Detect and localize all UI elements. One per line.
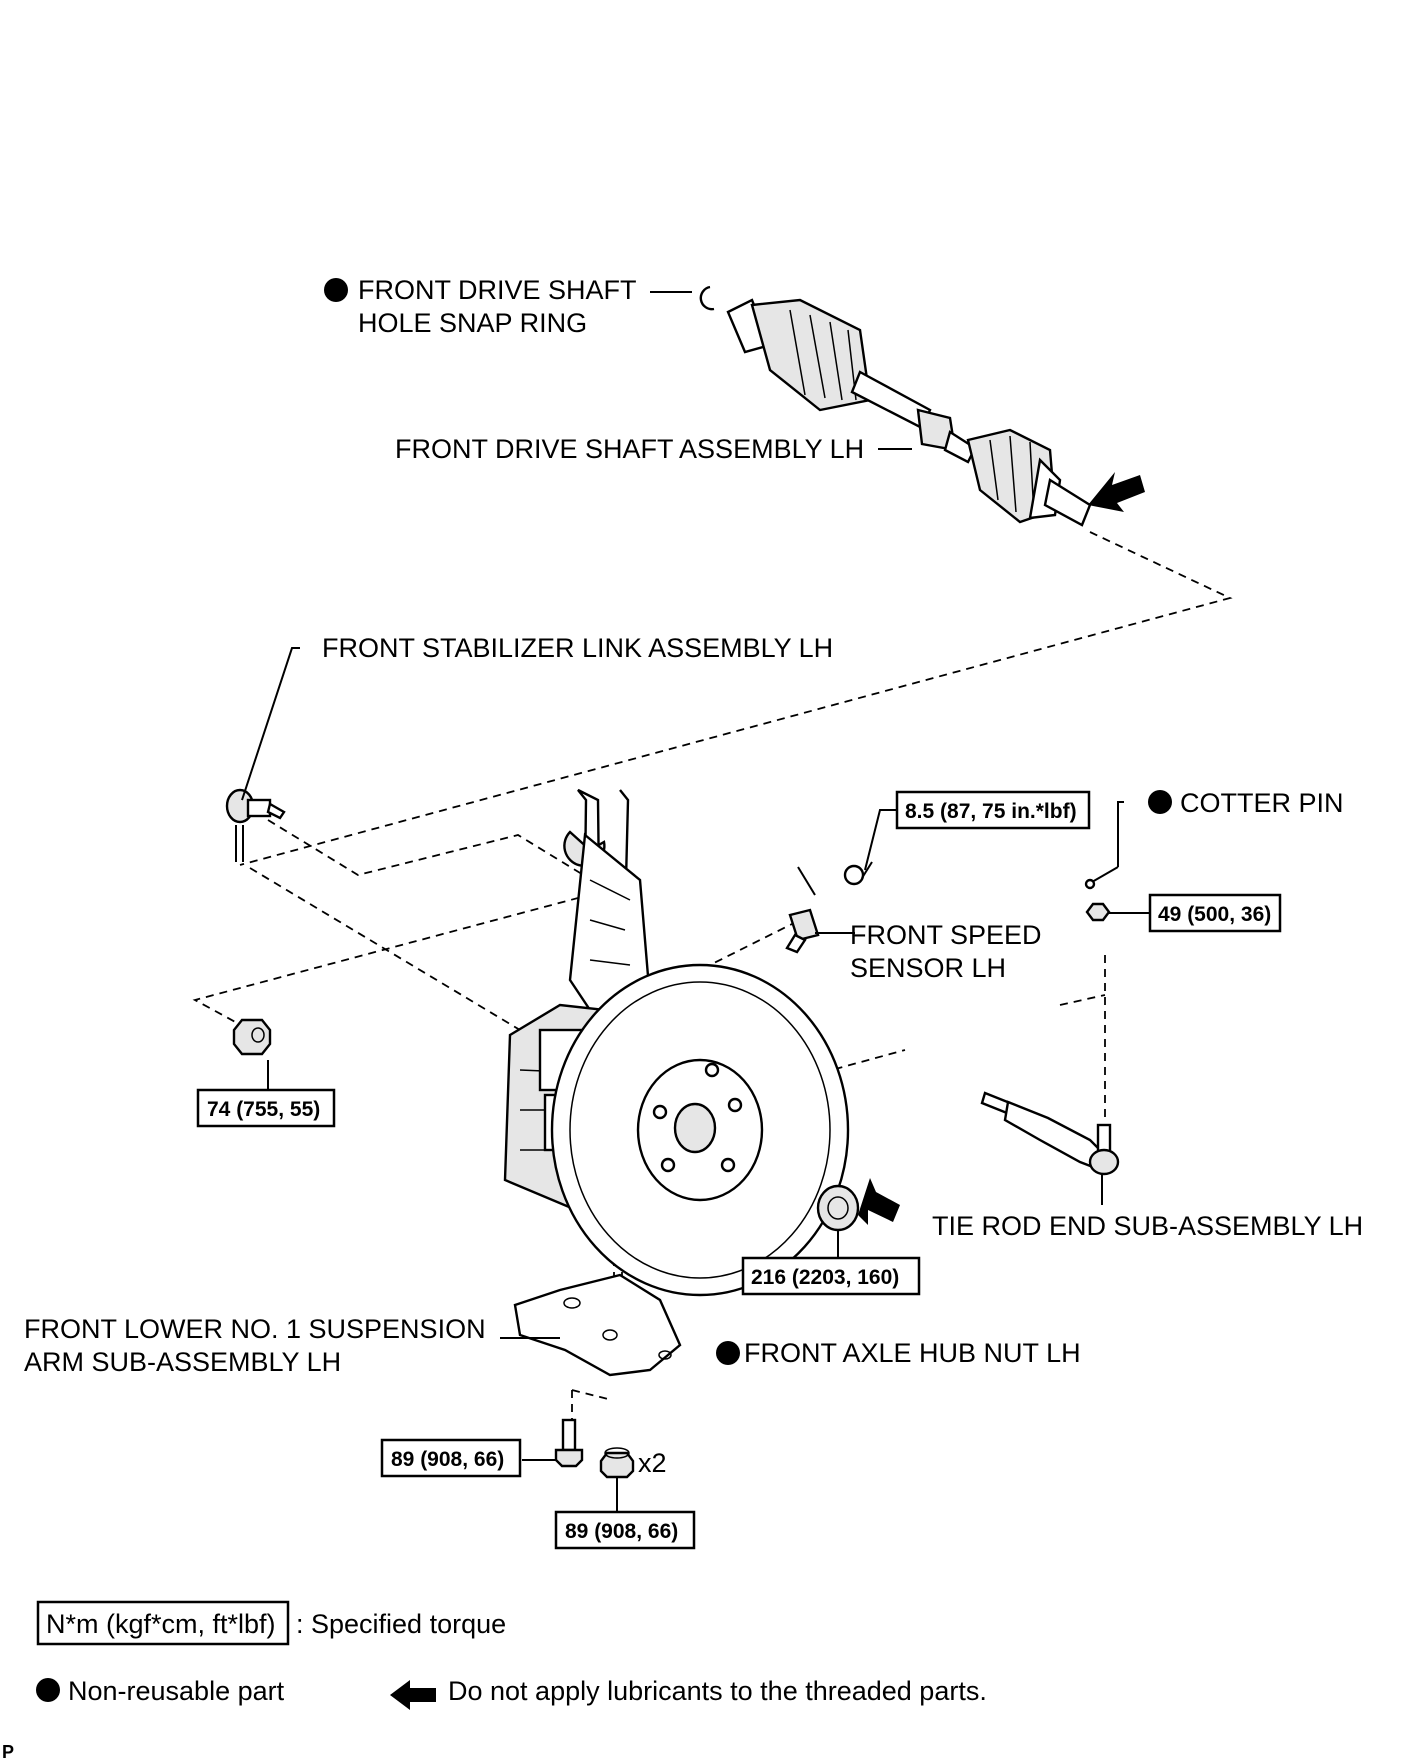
torque-arm-bolt: 89 (908, 66) bbox=[380, 1438, 522, 1478]
svg-text:8.5 (87, 75 in.*lbf): 8.5 (87, 75 in.*lbf) bbox=[905, 800, 1077, 823]
non-reusable-marker-icon bbox=[324, 278, 348, 302]
torque-stabilizer-nut: 74 (755, 55) bbox=[196, 1088, 336, 1128]
leader-lines bbox=[241, 291, 1150, 1515]
drive-shaft-assembly bbox=[699, 285, 1092, 527]
label-snap-ring-line1: FRONT DRIVE SHAFT bbox=[358, 275, 637, 305]
tie-rod-end bbox=[980, 1091, 1120, 1176]
torque-tie-rod-nut: 49 (500, 36) bbox=[1148, 893, 1282, 933]
cotter-pin-and-nut bbox=[1084, 866, 1119, 922]
legend-no-lube: Do not apply lubricants to the threaded … bbox=[448, 1676, 987, 1706]
legend-non-reusable: Non-reusable part bbox=[68, 1676, 285, 1706]
label-stabilizer-link: FRONT STABILIZER LINK ASSEMBLY LH bbox=[322, 633, 833, 663]
outer-stub-shaft bbox=[1043, 478, 1092, 527]
stabilizer-link bbox=[225, 788, 286, 862]
label-cotter-pin: COTTER PIN bbox=[1180, 788, 1344, 818]
stabilizer-nut bbox=[232, 1018, 272, 1056]
corner-mark: P bbox=[2, 1742, 14, 1762]
label-lower-arm-line2: ARM SUB-ASSEMBLY LH bbox=[24, 1347, 341, 1377]
arm-nut bbox=[599, 1447, 635, 1479]
label-x2: x2 bbox=[638, 1448, 667, 1478]
brake-disc-hub bbox=[550, 963, 850, 1297]
svg-text:74 (755, 55): 74 (755, 55) bbox=[207, 1098, 320, 1121]
svg-text:49 (500, 36): 49 (500, 36) bbox=[1158, 903, 1271, 926]
label-tie-rod-end: TIE ROD END SUB-ASSEMBLY LH bbox=[932, 1211, 1363, 1241]
legend-unit-desc: : Specified torque bbox=[296, 1609, 506, 1639]
svg-text:216 (2203, 160): 216 (2203, 160) bbox=[751, 1266, 899, 1289]
legend: N*m (kgf*cm, ft*lbf) : Specified torque … bbox=[36, 1600, 987, 1710]
torque-speed-sensor-bolt: 8.5 (87, 75 in.*lbf) bbox=[895, 790, 1091, 830]
no-lube-arrow-icon bbox=[390, 1680, 436, 1710]
legend-unit-text: N*m (kgf*cm, ft*lbf) bbox=[46, 1609, 276, 1639]
no-lube-arrow-icon bbox=[858, 1178, 900, 1225]
label-snap-ring-line2: HOLE SNAP RING bbox=[358, 308, 587, 338]
label-speed-sensor-line2: SENSOR LH bbox=[850, 953, 1006, 983]
non-reusable-marker-icon bbox=[1148, 790, 1172, 814]
svg-text:89 (908, 66): 89 (908, 66) bbox=[391, 1448, 504, 1471]
torque-hub-nut: 216 (2203, 160) bbox=[741, 1256, 921, 1296]
torque-arm-nut: 89 (908, 66) bbox=[554, 1510, 696, 1550]
snap-ring-icon bbox=[699, 285, 715, 311]
svg-text:89 (908, 66): 89 (908, 66) bbox=[565, 1520, 678, 1543]
arm-bolt bbox=[554, 1418, 584, 1468]
label-drive-shaft: FRONT DRIVE SHAFT ASSEMBLY LH bbox=[395, 434, 864, 464]
non-reusable-marker-icon bbox=[36, 1678, 60, 1702]
label-axle-hub-nut: FRONT AXLE HUB NUT LH bbox=[744, 1338, 1081, 1368]
lower-suspension-arm bbox=[513, 1273, 682, 1377]
legend-unit-box bbox=[36, 1600, 290, 1646]
label-speed-sensor-line1: FRONT SPEED bbox=[850, 920, 1042, 950]
non-reusable-marker-icon bbox=[716, 1341, 740, 1365]
no-lube-arrow-icon bbox=[1088, 472, 1145, 512]
speed-sensor bbox=[785, 861, 873, 954]
hub-nut bbox=[816, 1184, 860, 1232]
label-lower-arm-line1: FRONT LOWER NO. 1 SUSPENSION bbox=[24, 1314, 486, 1344]
